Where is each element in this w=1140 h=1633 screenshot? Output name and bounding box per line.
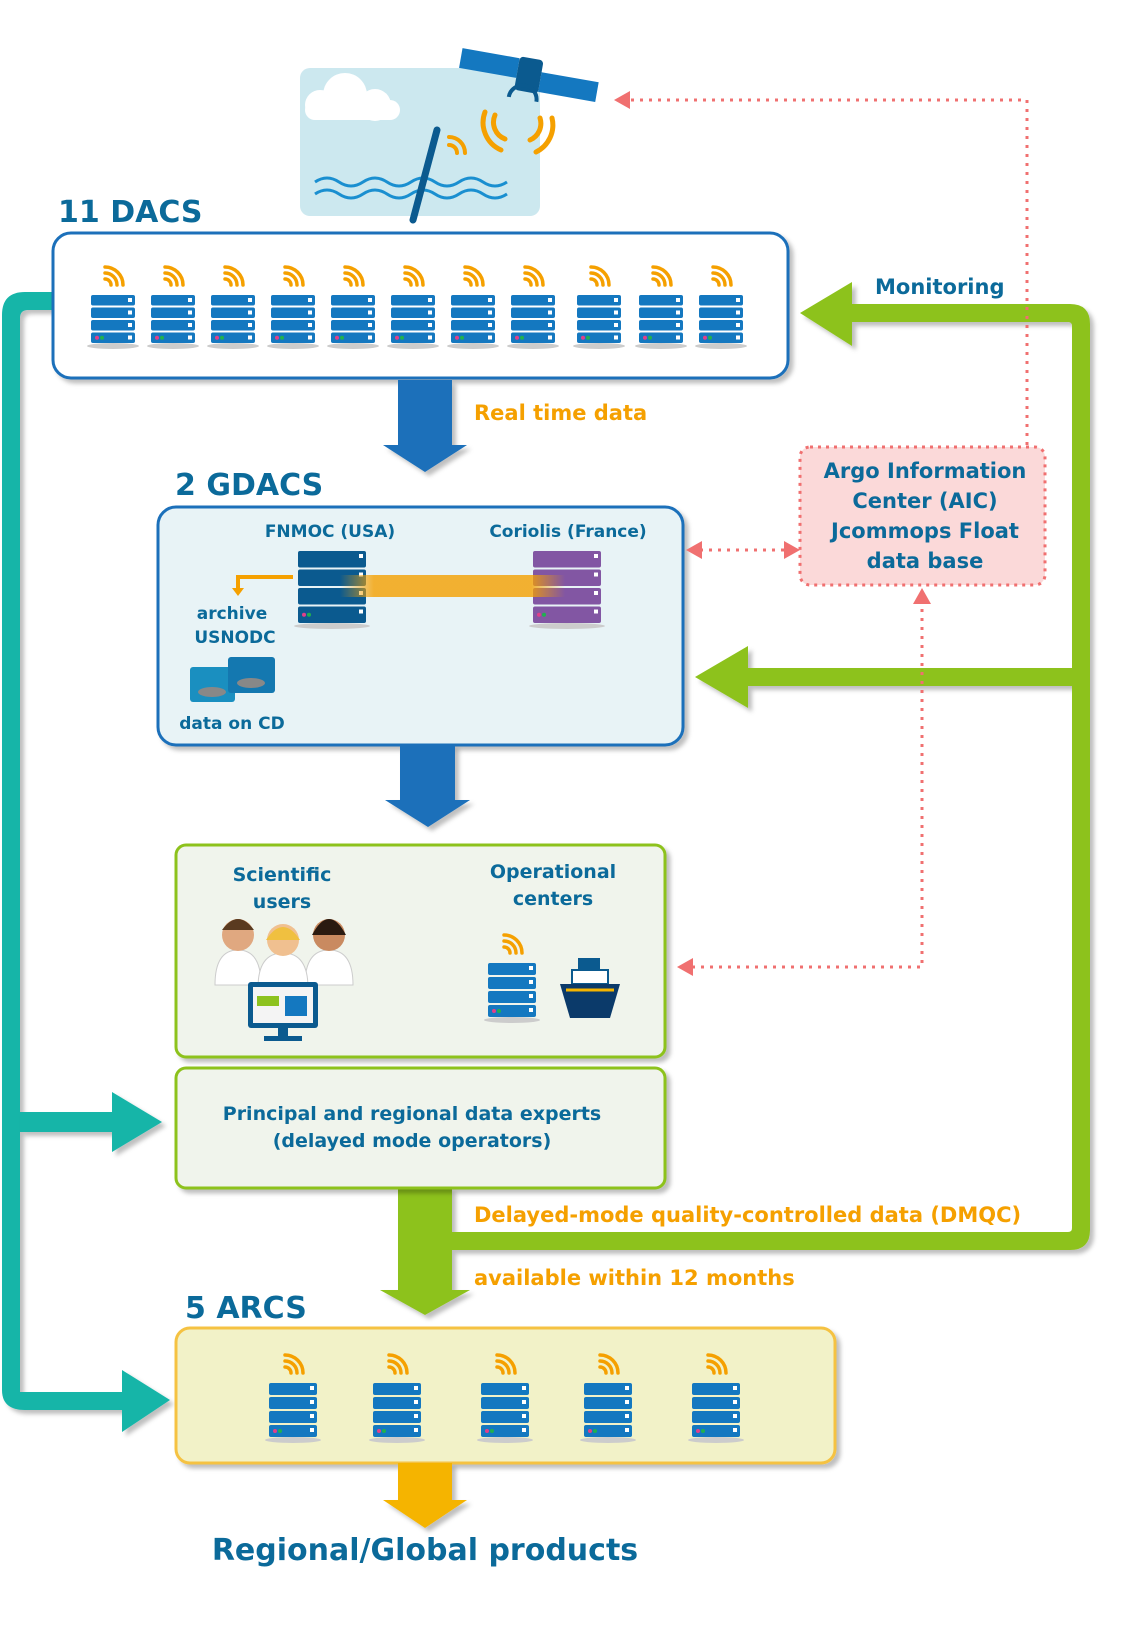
wifi-icon xyxy=(403,265,425,287)
server-icon xyxy=(573,295,625,349)
cd-drive-icon xyxy=(190,657,275,702)
server-icon xyxy=(87,295,139,349)
aic-arrowheads xyxy=(614,91,931,976)
server-icon xyxy=(265,1383,321,1443)
wifi-icon xyxy=(523,265,545,287)
products-label: Regional/Global products xyxy=(212,1533,638,1568)
ship-icon xyxy=(560,958,620,1018)
wifi-icon xyxy=(163,265,185,287)
wifi-icon xyxy=(706,1353,728,1375)
wifi-icon xyxy=(103,265,125,287)
server-icon xyxy=(327,295,379,349)
gdacs-title: 2 GDACS xyxy=(175,468,323,503)
wifi-icon xyxy=(463,265,485,287)
wifi-icon xyxy=(589,265,611,287)
wifi-icon xyxy=(283,1353,305,1375)
coriolis-label: Coriolis (France) xyxy=(489,522,646,542)
server-icon xyxy=(447,295,499,349)
aic-box xyxy=(798,445,1047,587)
satellite-icon xyxy=(459,48,599,103)
available-label: available within 12 months xyxy=(474,1266,795,1290)
operational-server xyxy=(484,933,540,1023)
scientific-users-label-1: Scientific xyxy=(233,864,332,886)
aic-dotted-links xyxy=(630,98,1029,969)
wifi-icon xyxy=(495,1353,517,1375)
wifi-icon xyxy=(283,265,305,287)
server-icon xyxy=(294,551,370,629)
delayed-mode-teal-arrows xyxy=(2,292,170,1432)
aic-label-3: Jcommops Float xyxy=(829,519,1019,543)
server-icon xyxy=(369,1383,425,1443)
server-icon xyxy=(688,1383,744,1443)
archive-arrow xyxy=(236,575,293,590)
operational-centers-label-2: centers xyxy=(513,888,593,910)
server-icon xyxy=(207,295,259,349)
wifi-icon xyxy=(502,933,524,955)
server-icon xyxy=(635,295,687,349)
operational-centers-label-1: Operational xyxy=(490,861,616,883)
server-icon xyxy=(387,295,439,349)
wifi-icon xyxy=(223,265,245,287)
fnmoc-label: FNMOC (USA) xyxy=(265,522,395,542)
experts-box xyxy=(174,1066,667,1190)
monitoring-green-arrows xyxy=(380,282,1090,1315)
distribution-arrow xyxy=(385,745,470,827)
server-icon xyxy=(484,963,540,1023)
experts-label-1: Principal and regional data experts xyxy=(223,1103,601,1125)
wifi-icon xyxy=(711,265,733,287)
wifi-icon xyxy=(343,265,365,287)
dacs-title: 11 DACS xyxy=(58,195,203,230)
server-icon xyxy=(267,295,319,349)
products-arrow xyxy=(383,1463,467,1528)
dacs-servers xyxy=(87,265,747,349)
scientific-users-label-2: users xyxy=(253,891,311,913)
real-time-arrow xyxy=(383,380,467,472)
aic-label-1: Argo Information xyxy=(824,459,1027,483)
wifi-icon xyxy=(651,265,673,287)
real-time-label: Real time data xyxy=(474,401,647,425)
server-icon xyxy=(507,295,559,349)
monitor-icon xyxy=(248,982,318,1041)
monitoring-label: Monitoring xyxy=(875,275,1004,299)
archive-label: archive xyxy=(197,604,267,624)
usnodc-label: USNODC xyxy=(194,628,275,648)
arcs-title: 5 ARCS xyxy=(185,1291,307,1326)
server-icon xyxy=(147,295,199,349)
satellite-scene-icon xyxy=(300,48,599,224)
server-icon xyxy=(580,1383,636,1443)
aic-label-2: Center (AIC) xyxy=(852,489,997,513)
experts-label-2: (delayed mode operators) xyxy=(273,1130,552,1152)
arcs-servers xyxy=(265,1353,744,1443)
scientists-icon xyxy=(214,919,354,989)
wifi-icon xyxy=(598,1353,620,1375)
arcs-box xyxy=(174,1326,837,1465)
server-icon xyxy=(695,295,747,349)
wifi-icon xyxy=(387,1353,409,1375)
data-sync-beam xyxy=(340,575,565,597)
server-icon xyxy=(477,1383,533,1443)
cd-label: data on CD xyxy=(179,714,284,734)
dmqc-label: Delayed-mode quality-controlled data (DM… xyxy=(474,1203,1021,1227)
aic-label-4: data base xyxy=(867,549,984,573)
